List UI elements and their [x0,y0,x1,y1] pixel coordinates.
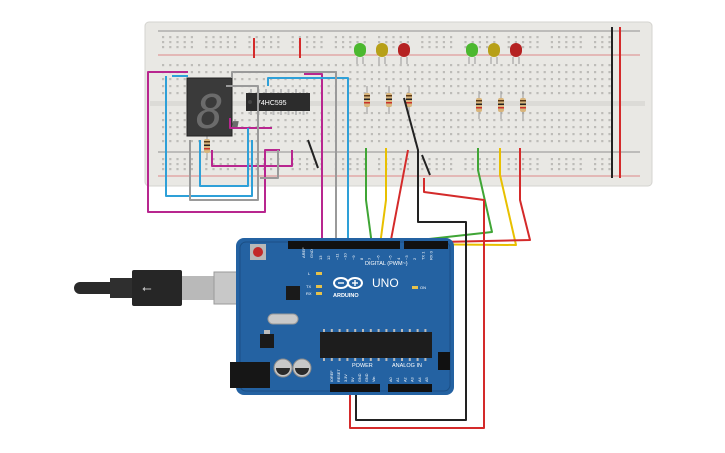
voltage-regulator [264,330,270,334]
resistor[interactable] [520,91,526,119]
power-pin-label: GND [358,373,362,382]
rx-label: RX [306,291,312,296]
rail-jumper-black-short [307,139,319,169]
wire-cyan[interactable] [165,76,253,197]
resistor[interactable] [498,91,504,119]
voltage-regulator [260,334,274,348]
power-pin-label: 5V [351,377,355,382]
led-green[interactable] [466,43,478,64]
resistor[interactable] [204,132,210,160]
chip-label: 74HC595 [257,100,287,107]
reset-button[interactable] [250,244,266,260]
wire-magenta[interactable] [147,71,280,213]
analog-pin-label: A4 [418,377,422,382]
analog-pin-label: A3 [411,377,415,382]
power-label: POWER [352,363,373,369]
wire-green[interactable] [365,148,373,246]
digital-pin-label: RX 0 [429,250,434,260]
atmega-chip [320,332,432,358]
usb-chip [286,286,300,300]
analog-label: ANALOG IN [392,363,422,369]
digital-pin-label: TX 1 [420,251,425,260]
power-pin-label: IOREF [330,370,334,382]
capacitor [273,358,293,378]
power-pin-label: RESET [337,369,341,382]
l-led-label: L [308,271,311,276]
tx-label: TX [306,284,311,289]
wire-black[interactable] [355,97,467,421]
analog-pin-label: A0 [389,377,393,382]
wire-yellow[interactable] [379,148,387,246]
digital-pin-label: 2 [412,257,417,260]
breadboard[interactable] [144,21,653,187]
icsp-header [438,352,450,370]
digital-pin-label: ~11 [334,253,339,260]
digital-label: DIGITAL (PWM~) [365,261,408,267]
crystal [267,313,299,325]
resistor[interactable] [476,91,482,119]
power-pin-label: 3.3V [344,374,348,382]
analog-pin-label: A5 [425,377,429,382]
wires [147,71,531,429]
digital-pin-label: 7 [367,257,372,260]
power-header [330,384,380,392]
resistor[interactable] [386,86,392,114]
usb-icon: ⭠ [142,281,152,295]
capacitor [292,358,312,378]
wire-gray[interactable] [260,150,279,179]
seven-segment-display[interactable]: 8. [186,77,251,139]
led-group-left [354,43,410,64]
led-green[interactable] [354,43,366,64]
shift-register-chip[interactable]: 74HC595 [246,89,310,115]
digital-pin-label: ~9 [351,255,356,260]
digital-header [404,241,448,249]
wire-gray[interactable] [189,85,259,201]
led-yellow[interactable] [488,43,500,64]
digital-pin-label: 8 [359,257,364,260]
wire-red[interactable] [389,149,409,246]
power-pin-label: GND [365,373,369,382]
digital-pin-label: 12 [326,255,331,260]
digital-pin-label: ~6 [375,255,380,260]
led-group-right [466,43,522,64]
digital-pin-label: 13 [318,255,323,260]
led-yellow[interactable] [376,43,388,64]
wire-red-power[interactable] [349,178,485,429]
arduino-logo-icon [333,277,363,289]
wire-gray[interactable] [231,71,337,245]
power-pin-label: Vin [372,377,376,382]
resistor[interactable] [406,86,412,114]
digital-header [288,241,400,249]
analog-pin-label: A2 [403,377,407,382]
digital-pin-label: 4 [396,257,401,260]
analog-pin-label: A1 [396,377,400,382]
seven-segment-digit: 8. [196,85,251,139]
wire-yellow[interactable] [397,148,517,246]
led-red[interactable] [510,43,522,64]
wire-cyan[interactable] [199,128,249,187]
digital-pin-label: ~5 [388,255,393,260]
aref-label: AREF [301,247,306,258]
model-label: UNO [372,276,399,290]
wire-magenta[interactable] [304,73,323,245]
resistor-group [204,86,526,160]
led-red[interactable] [398,43,410,64]
on-label: ON [420,285,426,290]
analog-header [388,384,432,392]
wire-red[interactable] [393,148,531,244]
wire-cyan[interactable] [267,77,349,245]
power-jack[interactable] [230,362,270,388]
resistor[interactable] [364,86,370,114]
brand-label: ARDUINO [333,293,359,299]
digital-pin-label: ~10 [343,252,348,260]
rail-jumper-black-short [421,154,431,176]
gnd-label: GND [309,249,314,258]
digital-pin-label: ~3 [404,255,409,260]
